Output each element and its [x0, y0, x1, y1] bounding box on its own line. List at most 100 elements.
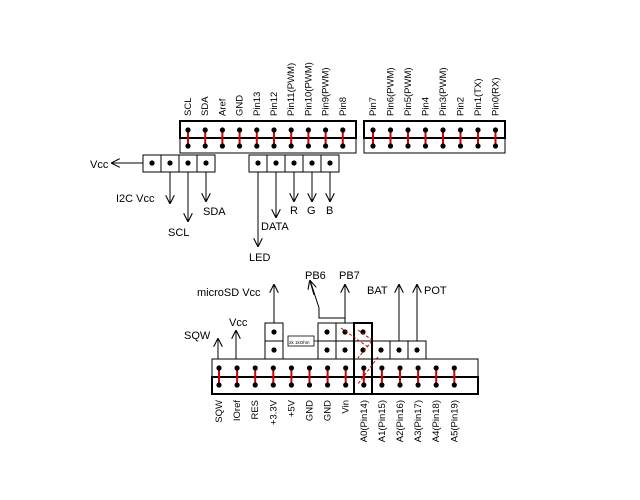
header-pin [405, 127, 411, 133]
header-pin [202, 127, 208, 133]
header-pin [370, 127, 376, 133]
pin-label: GND [235, 95, 246, 116]
header-pin [397, 365, 403, 371]
header-pin [361, 365, 367, 371]
header-pin [237, 143, 243, 149]
pot-label: POT [424, 285, 447, 297]
header-pin [387, 143, 394, 149]
header-pin [422, 127, 429, 133]
pin-label: Aref [217, 98, 228, 116]
pin-label: GND [305, 400, 316, 421]
header-pin [254, 143, 260, 149]
header-pin [306, 382, 313, 388]
header-pin [237, 127, 243, 133]
sqw-label: SQW [184, 330, 211, 342]
pin-label: Pin5(PWM) [403, 67, 414, 116]
header-pin [305, 127, 311, 133]
pin-label: Pin9(PWM) [321, 67, 332, 116]
header-pin [270, 365, 276, 371]
i2c-vcc-label: I2C Vcc [116, 193, 155, 205]
pin-label: A0(Pin14) [359, 400, 370, 442]
header-pin [340, 143, 346, 149]
header-pin [370, 143, 376, 149]
pin-label: Pin7 [368, 97, 379, 116]
header-pin [254, 127, 260, 133]
pin-label: Pin8 [338, 97, 349, 116]
top-right-header-outline [363, 120, 506, 139]
header-pin [325, 365, 331, 371]
header-pin [379, 382, 385, 388]
pin-label: A1(Pin15) [377, 400, 388, 442]
scl-label: SCL [168, 227, 189, 239]
header-pin [185, 127, 191, 133]
header-pin [325, 382, 331, 388]
header-pin [440, 143, 446, 149]
header-pin [340, 127, 346, 133]
header-pin [387, 127, 394, 133]
bottom-breakout: SQW Vcc microSD Vcc 2k 1kOhm [184, 270, 447, 395]
header-pin [305, 143, 311, 149]
header-pin [397, 382, 403, 388]
header-pin [475, 127, 481, 133]
header-pin [492, 127, 499, 133]
header-pin [379, 365, 385, 371]
pb6-wire [309, 279, 346, 323]
header-pin [433, 365, 439, 371]
header-pin [288, 127, 294, 133]
bottom-pins [216, 365, 457, 388]
pin-label: SDA [200, 96, 211, 116]
pin-label: Vin [341, 400, 352, 414]
led-label: LED [249, 252, 270, 264]
top-left-pins [185, 127, 346, 149]
header-pin [323, 143, 329, 149]
header-pin [457, 127, 464, 133]
header-pin [288, 382, 294, 388]
b-label: B [326, 205, 333, 217]
header-pin [475, 143, 481, 149]
header-pin [219, 127, 225, 133]
header-pin [252, 382, 258, 388]
header-pin [415, 365, 421, 371]
top-breakout: Vcc I2C Vcc SCL SDA LED DATA R G B [90, 154, 340, 264]
pin-label: Pin3(PWM) [438, 67, 449, 116]
header-pin [288, 365, 294, 371]
sda-label: SDA [203, 206, 226, 218]
header-pin [270, 382, 276, 388]
header-pin [185, 143, 191, 149]
header-pin [216, 382, 222, 388]
header-pin [271, 127, 277, 133]
pin-label: IOref [232, 400, 243, 421]
pin-label: A3(Pin17) [413, 400, 424, 442]
header-pin [415, 382, 421, 388]
pin-label: Pin12 [269, 92, 280, 116]
pin-label: A2(Pin16) [395, 400, 406, 442]
header-pin [288, 143, 294, 149]
pin-label: SCL [183, 98, 194, 116]
resistor-label: 2k 1kOhm [289, 340, 310, 345]
header-pin [234, 382, 240, 388]
header-pin [361, 382, 367, 388]
pin-label: A4(Pin18) [431, 400, 442, 442]
header-pin [271, 143, 277, 149]
r-label: R [290, 205, 298, 217]
pin-label: Pin13 [252, 92, 263, 116]
header-pin [234, 365, 240, 371]
pin-label: SQW [214, 400, 225, 423]
pin-label: Pin2 [456, 97, 467, 116]
microsd-vcc-label: microSD Vcc [197, 287, 261, 299]
pb6-arrow [310, 281, 314, 296]
vcc-label: Vcc [90, 159, 109, 171]
data-label: DATA [261, 221, 289, 233]
pin-label: Pin10(PWM) [303, 62, 314, 116]
header-pin [216, 365, 222, 371]
header-pin [306, 365, 313, 371]
header-pin [343, 382, 349, 388]
pin-label: +3.3V [268, 399, 279, 425]
header-pin [252, 365, 258, 371]
